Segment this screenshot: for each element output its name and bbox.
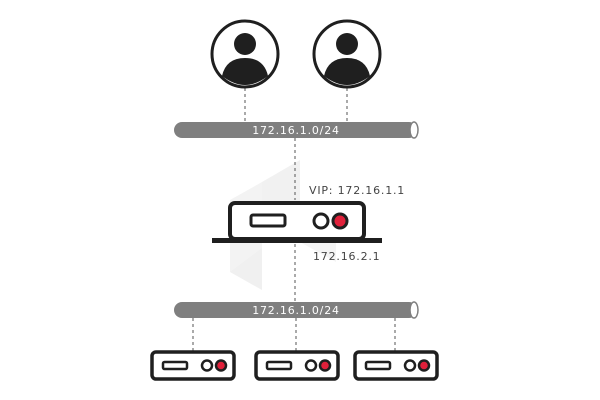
network-label-top: 172.16.1.0/24 [252,124,340,137]
load-balancer-icon [212,201,382,243]
connectors [192,88,396,352]
server-icon [254,350,340,381]
network-label-bottom: 172.16.1.0/24 [252,304,340,317]
server-icon [150,350,236,381]
network-pipe-bottom: 172.16.1.0/24 [174,301,419,319]
user-icon [210,19,280,89]
user-icon [312,19,382,89]
lb-inner-ip-label: 172.16.2.1 [313,250,380,263]
server-icon [353,350,439,381]
vip-label: VIP: 172.16.1.1 [309,184,405,197]
network-pipe-top: 172.16.1.0/24 [174,121,419,139]
